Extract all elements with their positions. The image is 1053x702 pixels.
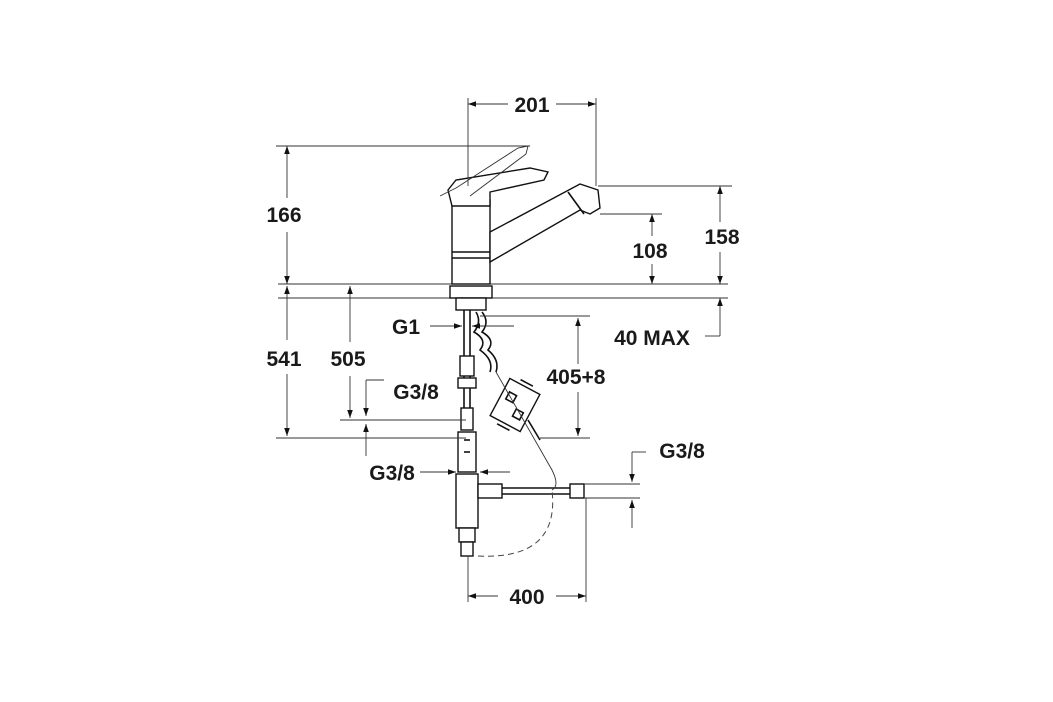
dim-g1: G1 [392, 316, 420, 339]
dim-201: 201 [514, 94, 549, 117]
dim-g3-8-lower: G3/8 [369, 462, 415, 485]
dim-541: 541 [266, 348, 301, 371]
dim-40-max: 40 MAX [614, 327, 690, 350]
dim-108: 108 [632, 240, 667, 263]
dim-505: 505 [330, 348, 365, 371]
dim-158: 158 [704, 226, 739, 249]
dim-166: 166 [266, 204, 301, 227]
dim-405-8: 405+8 [547, 366, 606, 389]
hose-assembly [455, 310, 585, 557]
dim-g3-8-upper: G3/8 [393, 381, 439, 404]
dimension-lines [276, 98, 732, 602]
faucet-body [278, 145, 728, 311]
dim-400: 400 [509, 586, 544, 609]
dim-g3-8-right: G3/8 [659, 440, 705, 463]
